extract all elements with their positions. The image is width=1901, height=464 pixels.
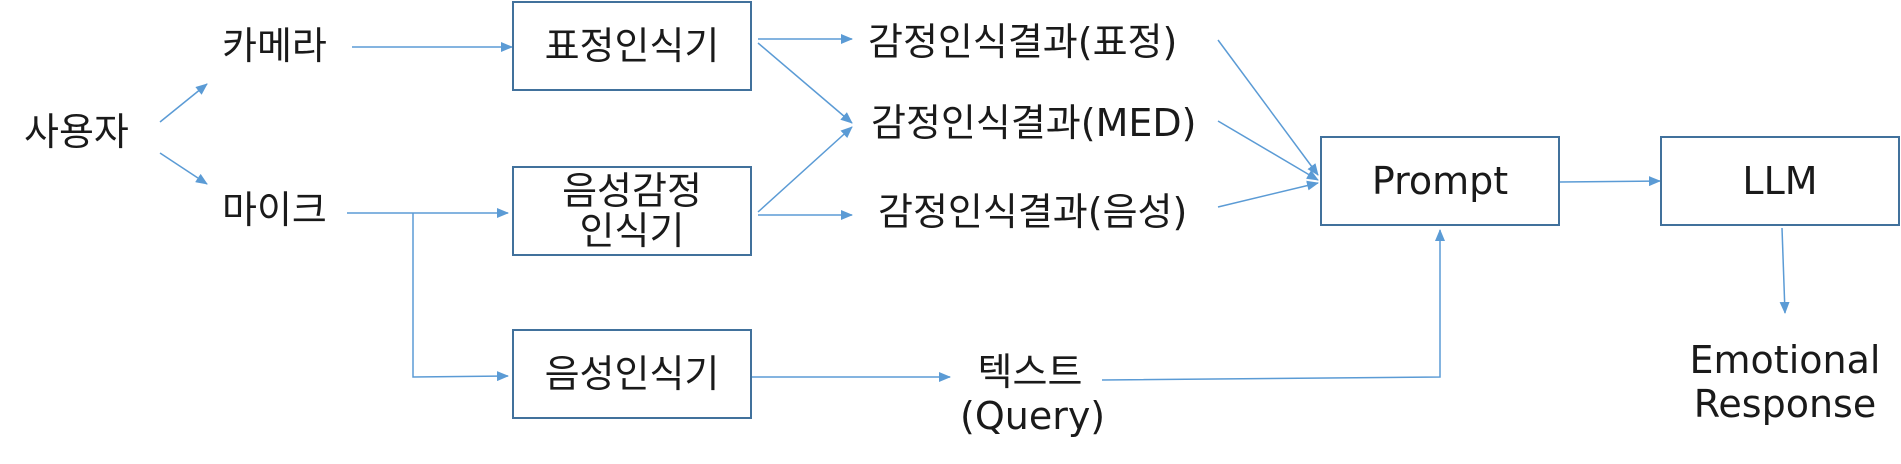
result-face: 감정인식결과(표정) [868,20,1178,64]
voice-emotion-label-line1: 음성감정 [562,169,702,213]
prompt-label: Prompt [1371,159,1509,203]
emotional-response-line2: Response [1693,382,1877,426]
emotional-response-line1: Emotional [1689,338,1881,382]
face-recognizer-label: 표정인식기 [544,24,720,68]
voice-emotion-recognizer-box: 음성감정 인식기 [512,166,752,256]
arrow-mic-to-speech-recognizer [412,213,509,382]
node-camera: 카메라 [222,24,327,68]
arrow-user-to-camera [159,83,208,123]
arrow-prompt-to-llm [1559,176,1661,187]
arrow-user-to-mic [159,152,208,185]
arrow-text-to-prompt [1101,229,1445,381]
result-med: 감정인식결과(MED) [871,101,1197,145]
node-mic: 마이크 [222,188,327,232]
voice-emotion-label-line2: 인식기 [579,209,685,253]
face-recognizer-box: 표정인식기 [512,1,752,91]
text-query-line2: (Query) [960,394,1106,438]
node-user: 사용자 [24,110,129,154]
speech-recognizer-label: 음성인식기 [544,352,720,396]
arrow-result-voice-to-prompt [1217,180,1319,208]
arrow-llm-to-output [1779,227,1790,314]
arrow-result-face-to-prompt [1217,39,1319,176]
text-query-line1: 텍스트 [977,350,1083,394]
arrow-face-to-result-med [757,42,853,124]
speech-recognizer-box: 음성인식기 [512,329,752,419]
arrow-voice-to-result-med [757,126,853,213]
text-query: 텍스트 (Query) [960,350,1106,438]
prompt-box: Prompt [1320,136,1560,226]
emotional-response: Emotional Response [1680,338,1890,426]
arrow-result-med-to-prompt [1217,120,1319,181]
result-voice: 감정인식결과(음성) [878,190,1188,234]
llm-box: LLM [1660,136,1900,226]
llm-label: LLM [1742,159,1818,203]
